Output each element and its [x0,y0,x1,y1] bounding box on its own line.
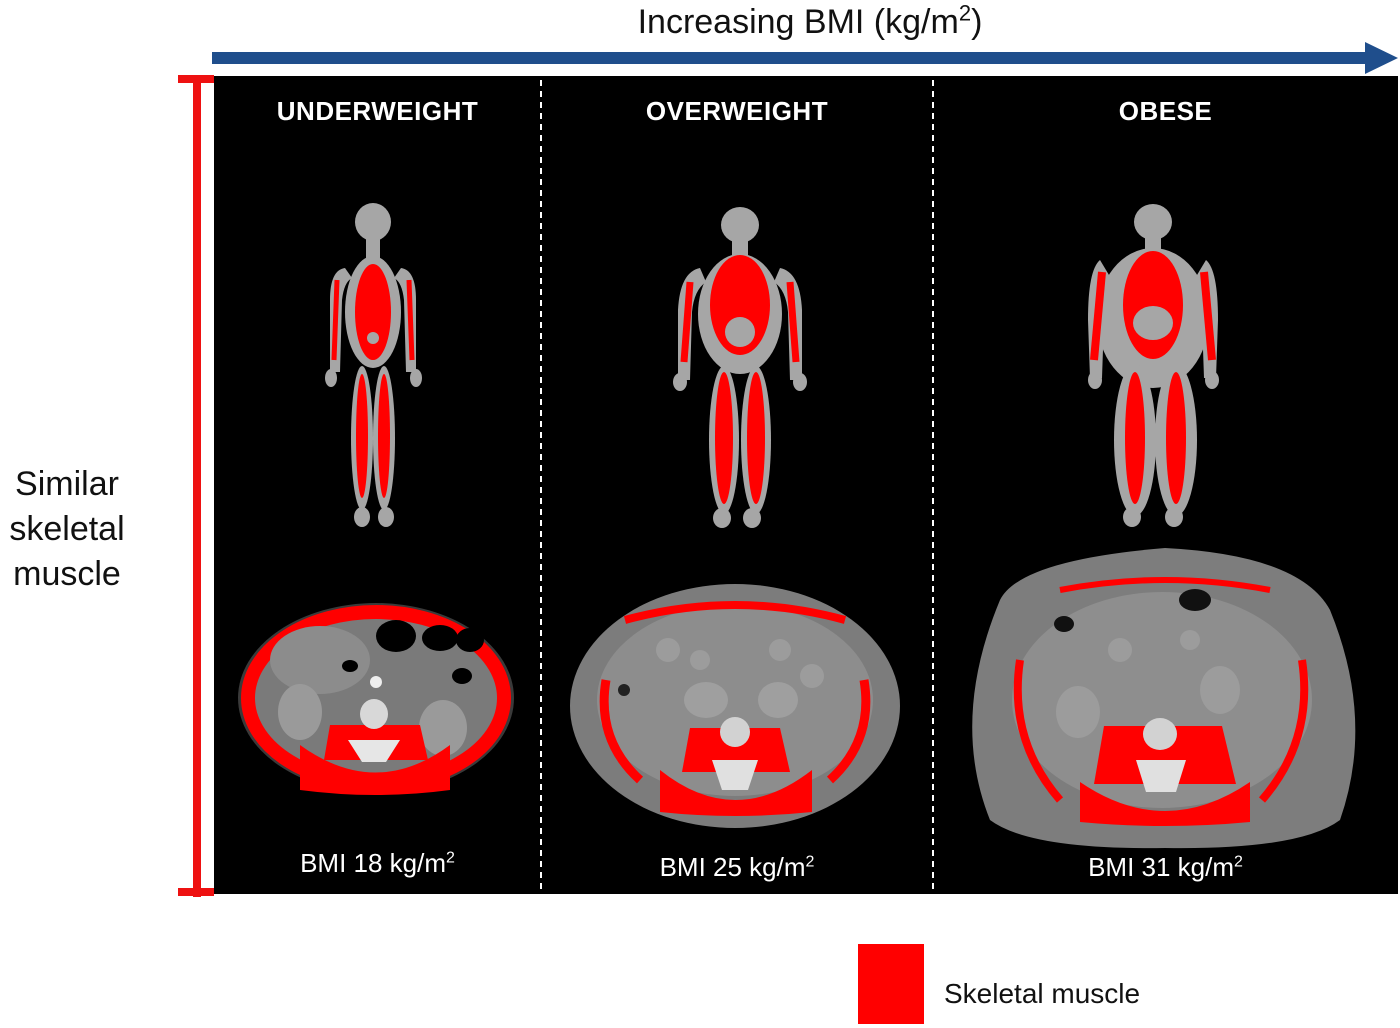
obese-ct-scan [972,548,1356,849]
underweight-body-figure [325,203,422,527]
legend-label-skeletal-muscle: Skeletal muscle [944,978,1141,1009]
underweight-ct-scan [238,603,514,795]
overweight-body-figure [673,207,807,528]
bmi-axis-title: Increasing BMI (kg/m2) [637,0,983,41]
similar-muscle-bracket [178,75,214,897]
category-obese: OBESE [1118,96,1213,126]
bmi-increase-arrow [212,42,1398,74]
bmi-value-overweight: BMI 25 kg/m2 [659,852,815,882]
legend-swatch-skeletal-muscle [858,944,924,1024]
category-underweight: UNDERWEIGHT [276,96,479,126]
bmi-value-obese: BMI 31 kg/m2 [1088,852,1243,882]
overweight-ct-scan [570,584,900,828]
bmi-value-underweight: BMI 18 kg/m2 [300,848,455,878]
similar-skeletal-muscle-label: Similar skeletal muscle [9,465,125,593]
category-overweight: OVERWEIGHT [645,96,829,126]
obese-body-figure [1088,204,1219,527]
